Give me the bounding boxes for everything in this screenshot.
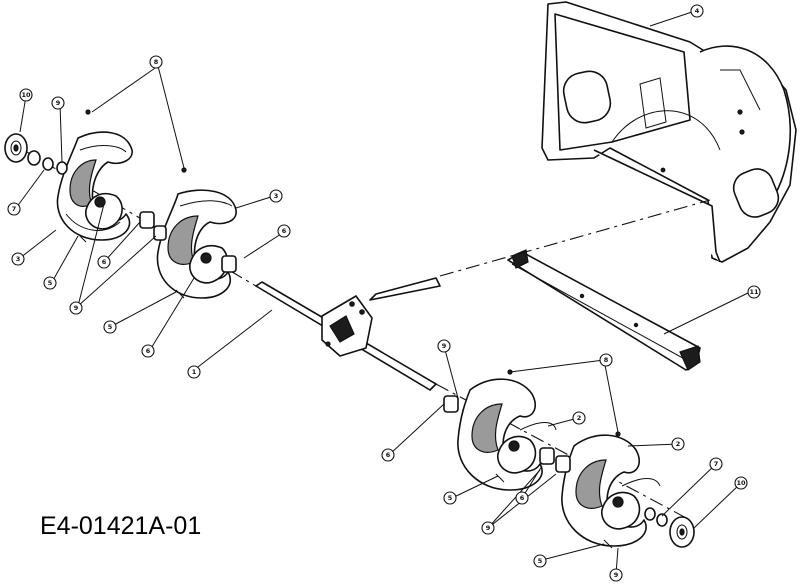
- callout-3-left: 3: [11, 252, 25, 266]
- callout-9-left-mid: 9: [69, 301, 83, 315]
- callout-6-right-mid: 6: [515, 491, 529, 505]
- svg-text:5: 5: [538, 557, 543, 565]
- callout-2-upper: 2: [572, 411, 586, 425]
- callout-5-right-upper: 5: [443, 491, 457, 505]
- svg-text:3: 3: [16, 255, 21, 263]
- svg-text:6: 6: [282, 227, 287, 235]
- svg-text:6: 6: [102, 258, 107, 266]
- svg-text:11: 11: [749, 288, 759, 296]
- callout-6-left-mid: 6: [97, 255, 111, 269]
- svg-text:10: 10: [21, 91, 31, 99]
- callout-5-left-lower: 5: [103, 320, 117, 334]
- callout-6-left-upper: 6: [277, 224, 291, 238]
- svg-text:9: 9: [486, 524, 491, 532]
- svg-text:9: 9: [74, 304, 79, 312]
- callout-2-lower: 2: [671, 437, 685, 451]
- auger-flight-right-inner: [457, 378, 557, 491]
- auger-flight-left-outer: [56, 131, 133, 241]
- pulleys-and-washers: [4, 133, 695, 548]
- shave-plate: [507, 249, 701, 371]
- callout-9-right-mid: 9: [481, 521, 495, 535]
- svg-text:9: 9: [614, 571, 619, 579]
- callout-5-right-lower: 5: [533, 554, 547, 568]
- callout-10-right: 10: [734, 476, 748, 490]
- callout-11: 11: [747, 285, 761, 299]
- svg-text:3: 3: [274, 192, 279, 200]
- svg-text:6: 6: [146, 347, 151, 355]
- callout-7-right: 7: [709, 457, 723, 471]
- svg-text:9: 9: [442, 342, 447, 350]
- callout-6-right-upper: 6: [381, 448, 395, 462]
- svg-text:7: 7: [12, 205, 17, 213]
- svg-text:7: 7: [714, 460, 719, 468]
- auger-flight-right-outer: [561, 434, 661, 547]
- callout-6-left-lower: 6: [141, 344, 155, 358]
- auger-shaft: [255, 277, 441, 391]
- callout-8-right: 8: [599, 353, 613, 367]
- callout-9-right-upper: 9: [437, 339, 451, 353]
- spacer-bearings: [139, 211, 571, 473]
- svg-text:9: 9: [56, 99, 61, 107]
- svg-text:5: 5: [448, 494, 453, 502]
- callout-7-left: 7: [7, 202, 21, 216]
- drawing-code: E4-01421A-01: [40, 512, 201, 540]
- callout-10-left: 10: [19, 88, 33, 102]
- callout-9-bottom: 9: [609, 568, 623, 582]
- callout-3-right: 3: [269, 189, 283, 203]
- svg-text:5: 5: [48, 279, 53, 287]
- callout-5-left-upper: 5: [43, 276, 57, 290]
- callout-1: 1: [187, 365, 201, 379]
- auger-flight-left-inner: [156, 189, 237, 299]
- svg-text:10: 10: [736, 479, 746, 487]
- auger-housing: [541, 1, 797, 263]
- svg-text:6: 6: [520, 494, 525, 502]
- svg-text:8: 8: [154, 58, 159, 66]
- callout-8-top-left: 8: [149, 55, 163, 69]
- svg-text:2: 2: [676, 440, 681, 448]
- svg-text:2: 2: [577, 414, 582, 422]
- callout-9-top-left: 9: [51, 96, 65, 110]
- callout-4: 4: [690, 4, 704, 18]
- svg-text:6: 6: [386, 451, 391, 459]
- svg-text:8: 8: [604, 356, 609, 364]
- svg-text:4: 4: [695, 7, 700, 15]
- svg-text:5: 5: [108, 323, 113, 331]
- svg-text:1: 1: [192, 368, 197, 376]
